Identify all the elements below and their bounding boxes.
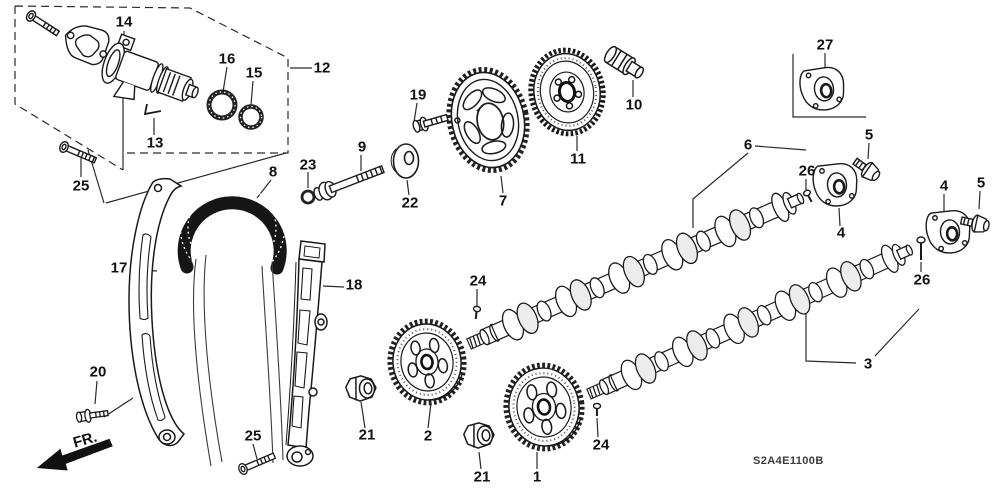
chain-tensioner-assembly	[25, 10, 264, 164]
part-label-6: 6	[743, 136, 753, 154]
part-label-22: 22	[401, 194, 419, 212]
tensioner-stopper-pin	[143, 103, 162, 116]
part-label-26b: 26	[913, 271, 931, 289]
part-label-16: 16	[218, 50, 236, 68]
part-label-27: 27	[816, 36, 834, 54]
leader-lines	[80, 31, 981, 470]
tensioner-mounting-bolt	[25, 10, 61, 37]
bolt-25-upper	[59, 141, 98, 164]
sprockets	[344, 45, 645, 452]
chain-guide-curved	[128, 177, 186, 447]
gear-11	[528, 47, 606, 137]
o-ring-16	[206, 89, 238, 121]
cap-nut-21a	[344, 373, 378, 404]
guide-bolts	[75, 408, 277, 475]
bolt-10	[603, 45, 645, 79]
vtc-gear-2	[387, 318, 467, 406]
o-ring-15	[238, 104, 264, 130]
chain-guide-straight	[285, 240, 328, 467]
part-label-10: 10	[625, 96, 643, 114]
part-label-2: 2	[423, 427, 433, 445]
assembly-pointer-lines	[87, 149, 287, 204]
bolt-19	[412, 113, 449, 133]
pin-26b	[916, 236, 926, 260]
part-label-12: 12	[313, 59, 331, 77]
part-label-9: 9	[357, 138, 367, 156]
fr-arrow-icon	[36, 438, 113, 471]
sprocket-7	[446, 66, 530, 174]
part-label-14: 14	[115, 13, 133, 31]
vtc-gear-1	[503, 362, 585, 452]
part-label-24b: 24	[592, 436, 610, 454]
center-hardware	[300, 113, 449, 205]
plate-4a	[810, 161, 860, 209]
part-label-19: 19	[409, 86, 427, 104]
tensioner-gasket	[64, 25, 110, 66]
cap-nut-21b	[462, 420, 496, 451]
part-label-25b: 25	[244, 427, 262, 445]
construction-lines	[14, 5, 866, 204]
fr-direction-indicator: FR.	[36, 429, 113, 471]
part-label-23: 23	[299, 156, 317, 174]
bolt-9	[313, 165, 385, 201]
part-label-5a: 5	[864, 126, 874, 144]
part-label-15: 15	[245, 64, 263, 82]
part-label-25a: 25	[72, 177, 90, 195]
bracket-27	[792, 54, 866, 118]
part-label-21a: 21	[358, 426, 376, 444]
part-label-13: 13	[146, 134, 164, 152]
bolt-25-lower	[238, 452, 277, 475]
bolt-20	[75, 408, 109, 423]
part-label-20: 20	[89, 363, 107, 381]
part-label-17: 17	[110, 259, 128, 277]
pin-24b	[591, 402, 602, 418]
fr-label: FR.	[71, 429, 99, 452]
pin-24a	[470, 304, 482, 321]
diagram-code: S2A4E1100B	[753, 455, 824, 467]
part-label-5b: 5	[976, 174, 986, 192]
cam-chain	[177, 175, 287, 467]
part-label-4b: 4	[939, 177, 949, 195]
part-label-8: 8	[268, 163, 278, 181]
part-label-4a: 4	[836, 224, 846, 242]
assembly-12-dashed-box	[14, 5, 289, 171]
o-ring-23	[300, 189, 316, 205]
chain-outline-continuation	[193, 254, 284, 467]
part-label-26a: 26	[798, 162, 816, 180]
tensioner-body	[101, 33, 199, 103]
part-label-7: 7	[498, 192, 508, 210]
part-label-24a: 24	[469, 272, 487, 290]
part-label-21b: 21	[473, 468, 491, 486]
part-label-11: 11	[570, 150, 586, 168]
part-label-1: 1	[532, 468, 542, 486]
plate-27	[797, 64, 848, 114]
plate-4b	[923, 208, 973, 256]
part-label-18: 18	[345, 276, 363, 294]
end-plates-and-pins	[470, 64, 992, 418]
part-label-3: 3	[863, 355, 873, 373]
washer-22	[390, 143, 420, 179]
